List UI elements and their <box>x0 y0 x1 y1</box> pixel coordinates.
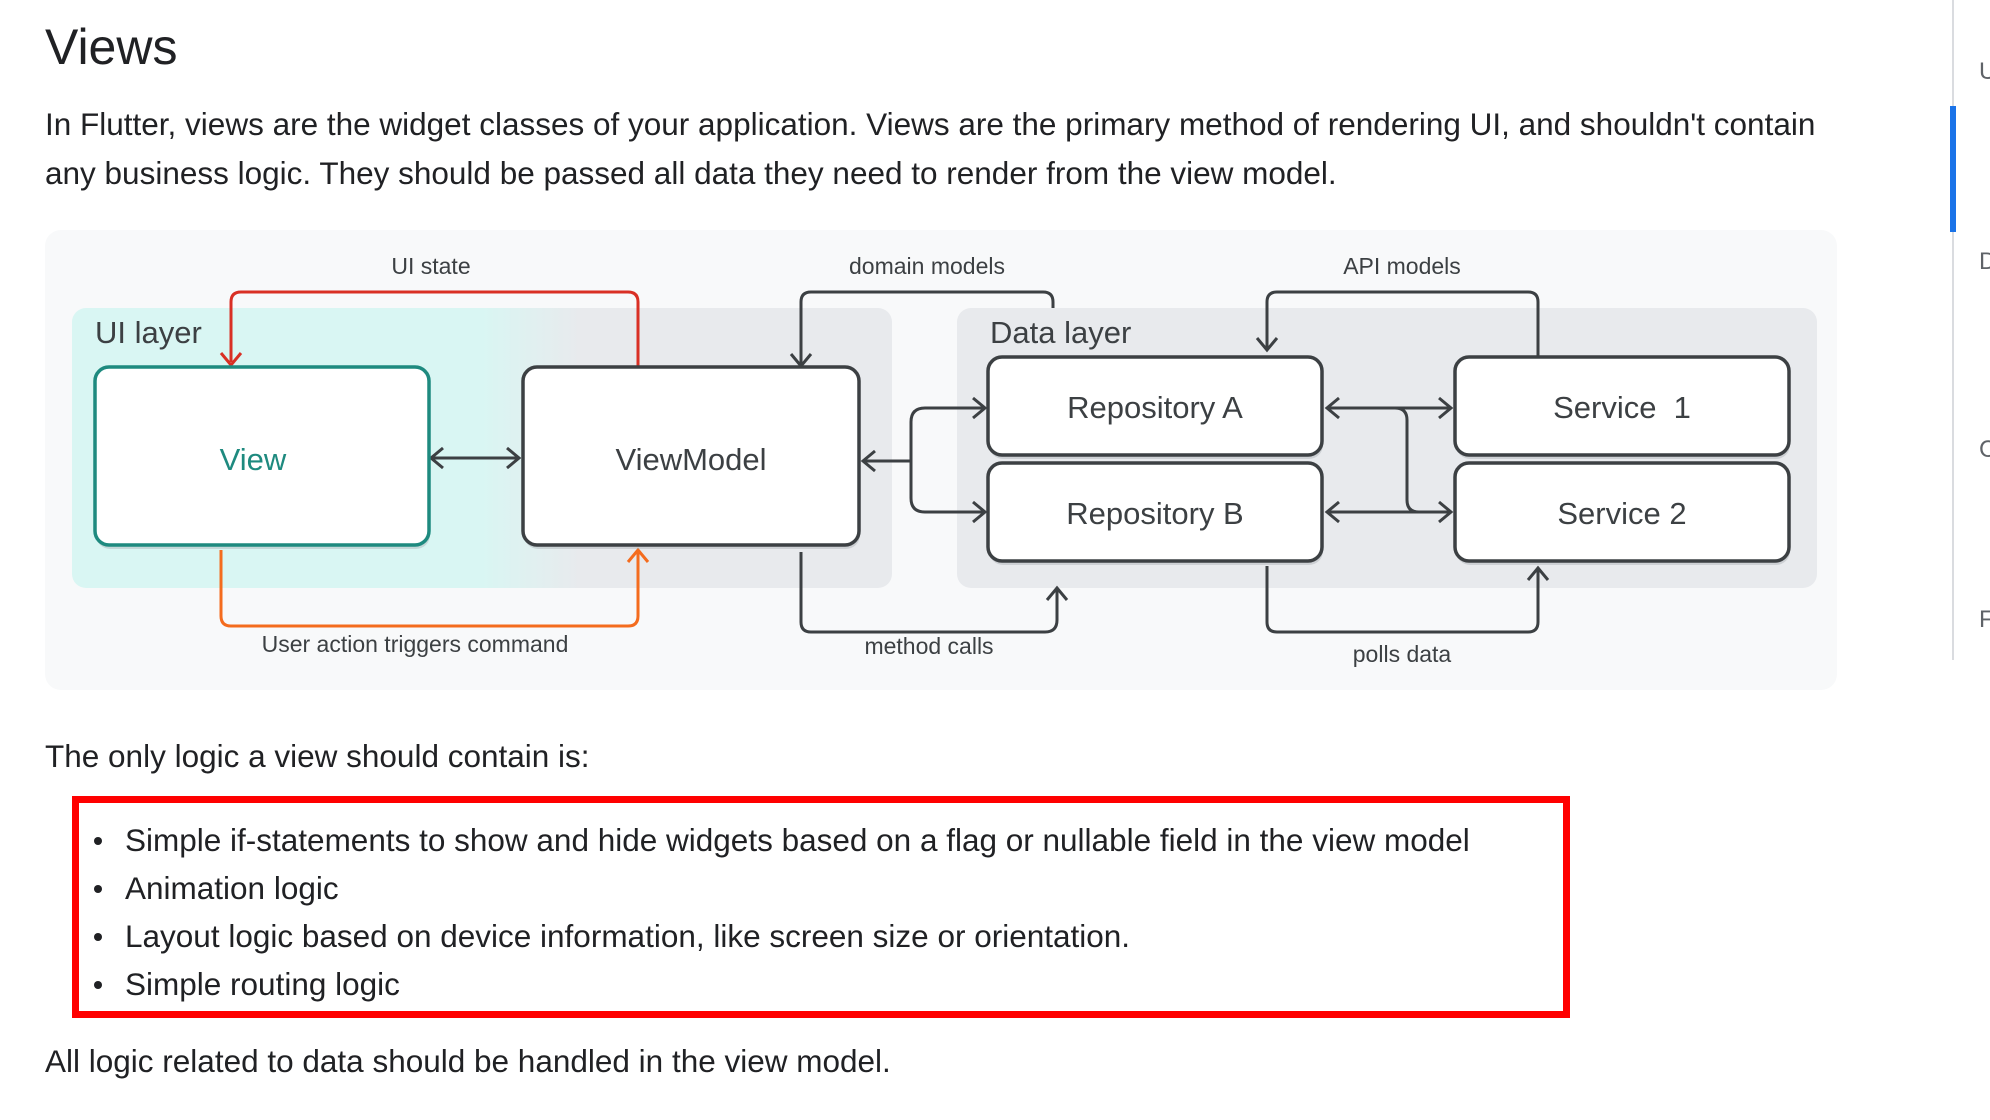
bullet <box>94 933 102 941</box>
ui-state-label: UI state <box>391 253 470 279</box>
toc-active-indicator <box>1950 106 1956 232</box>
repository-b-box <box>986 461 1324 563</box>
repository-b-label: Repository B <box>1066 496 1243 531</box>
highlight-box <box>72 796 1570 1018</box>
architecture-diagram: UI layer Data layer UI state User action… <box>45 230 1837 690</box>
domain-models-arrow <box>799 290 1055 364</box>
view-box <box>93 365 431 547</box>
repo-a-left-arrowhead <box>1324 396 1340 420</box>
closing-paragraph: All logic related to data should be hand… <box>45 1043 891 1079</box>
viewmodel-side-arrowhead <box>506 446 522 470</box>
user-action-arrowhead <box>626 547 650 563</box>
polls-data-label: polls data <box>1353 641 1452 667</box>
service-1-arrowhead <box>1438 396 1454 420</box>
data-layer-label: Data layer <box>990 315 1131 350</box>
method-calls-label: method calls <box>864 633 993 659</box>
viewmodel-box <box>521 365 861 547</box>
user-action-label: User action triggers command <box>262 631 569 657</box>
service-1-label: Service 1 <box>1553 390 1691 425</box>
domain-models-label: domain models <box>849 253 1005 279</box>
view-label: View <box>220 442 287 477</box>
polls-data-arrowhead <box>1526 565 1550 581</box>
page-title: Views <box>45 19 178 75</box>
list-item: Animation logic <box>88 864 1470 912</box>
list-item: Layout logic based on device information… <box>88 912 1470 960</box>
list-item-text: Simple routing logic <box>125 966 400 1002</box>
bullet <box>94 981 102 989</box>
ui-layer-label: UI layer <box>95 315 202 350</box>
view-side-arrowhead <box>428 446 444 470</box>
api-models-label: API models <box>1343 253 1461 279</box>
toc-track <box>1952 0 1954 660</box>
service-2-label: Service 2 <box>1557 496 1686 531</box>
list-item-text: Simple if-statements to show and hide wi… <box>125 822 1470 858</box>
repository-a-label: Repository A <box>1067 390 1243 425</box>
cross-link <box>1394 406 1420 514</box>
toc-item[interactable]: F <box>1979 606 1990 633</box>
architecture-diagram-svg: UI layer Data layer UI state User action… <box>72 253 1817 667</box>
repo-b-arrowhead <box>972 500 988 524</box>
list-item: Simple routing logic <box>88 960 1470 1008</box>
toc-item[interactable]: U <box>1979 58 1990 85</box>
method-calls-arrowhead <box>1045 585 1069 601</box>
bullet <box>94 837 102 845</box>
list-item: Simple if-statements to show and hide wi… <box>88 816 1470 864</box>
repo-a-arrowhead <box>972 396 988 420</box>
service-2-arrowhead <box>1438 500 1454 524</box>
api-models-arrow <box>1265 290 1540 358</box>
repository-a-box <box>986 355 1324 457</box>
viewmodel-fork-arrowhead <box>860 449 876 473</box>
toc-item[interactable]: C <box>1979 436 1990 463</box>
ui-state-arrowhead <box>219 352 243 368</box>
ui-state-arrow <box>229 290 640 367</box>
api-models-arrowhead <box>1255 337 1279 353</box>
repo-b-left-arrowhead <box>1324 500 1340 524</box>
viewmodel-repo-fork <box>863 406 983 514</box>
service-1-box <box>1453 355 1791 457</box>
intro-paragraph: In Flutter, views are the widget classes… <box>45 106 1816 191</box>
bullet <box>94 885 102 893</box>
only-logic-intro: The only logic a view should contain is: <box>45 738 590 774</box>
service-2-box <box>1453 461 1791 563</box>
method-calls-arrow <box>799 552 1059 634</box>
list-item-text: Animation logic <box>125 870 339 906</box>
toc-item[interactable]: D <box>1979 248 1990 275</box>
viewmodel-label: ViewModel <box>615 442 766 477</box>
logic-list: Simple if-statements to show and hide wi… <box>88 816 1470 1008</box>
list-item-text: Layout logic based on device information… <box>125 918 1131 954</box>
polls-data-arrow <box>1265 566 1540 634</box>
user-action-arrow <box>219 550 640 628</box>
